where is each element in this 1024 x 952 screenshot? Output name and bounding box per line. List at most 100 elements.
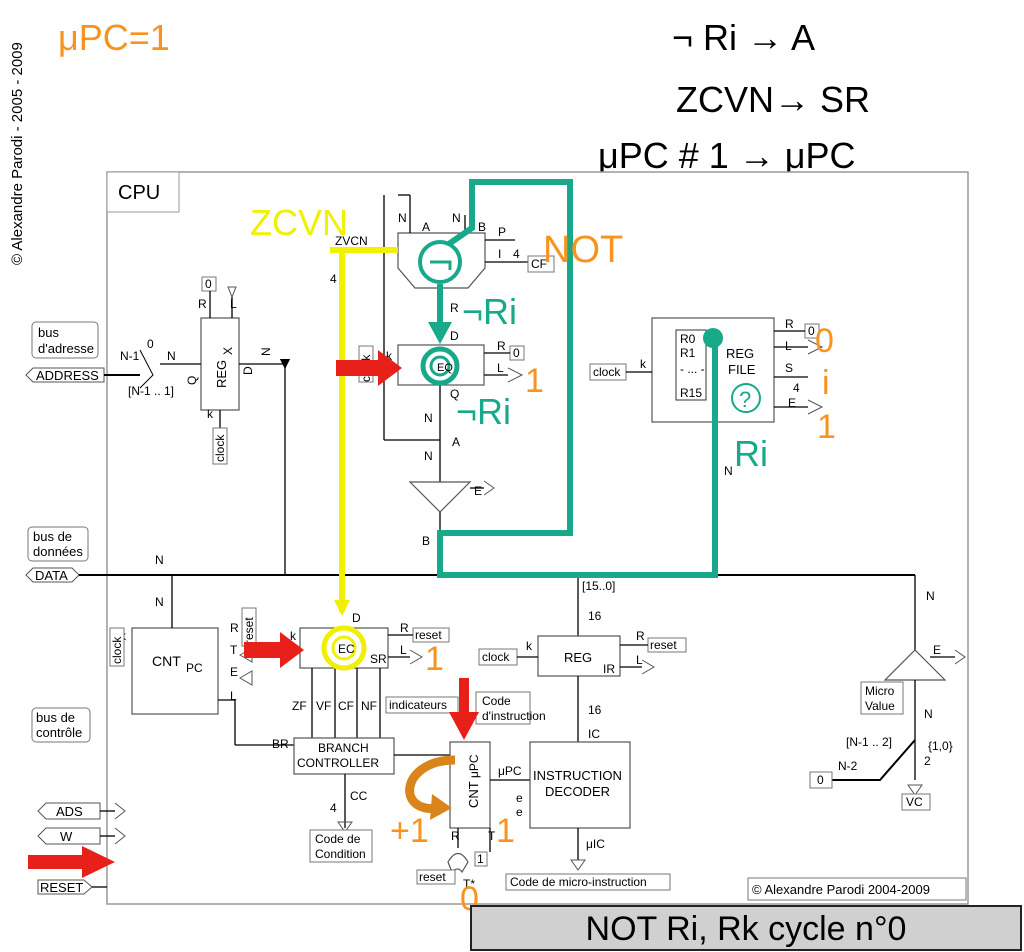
svg-text:E: E xyxy=(230,665,238,679)
regfile-one: 1 xyxy=(817,408,836,446)
svg-text:R15: R15 xyxy=(680,386,702,400)
svg-text:T: T xyxy=(488,829,496,843)
teal-arrow xyxy=(428,322,452,344)
svg-text:N: N xyxy=(398,211,407,225)
svg-text:E: E xyxy=(933,643,941,657)
zcvn-label: ZCVN xyxy=(250,202,348,243)
svg-text:16: 16 xyxy=(588,609,602,623)
svg-text:A: A xyxy=(422,220,430,234)
cnt-one: 1 xyxy=(496,812,515,850)
svg-text:D: D xyxy=(241,366,255,375)
status-register: D SR k R L reset ZF VF CF NF xyxy=(290,611,450,738)
register-a: D Q k clock R L 0 N N A R xyxy=(358,301,525,463)
cycle-title: NOT Ri, Rk cycle n°0 xyxy=(470,905,1022,951)
svg-text:0: 0 xyxy=(513,346,520,360)
svg-text:reset: reset xyxy=(242,617,256,644)
svg-text:INSTRUCTION: INSTRUCTION xyxy=(533,768,622,783)
cnt-pc: CNT PC k clock R T E L reset N N xyxy=(109,553,294,746)
svg-text:Code: Code xyxy=(482,694,511,708)
svg-text:CC: CC xyxy=(350,789,368,803)
svg-text:ZF: ZF xyxy=(292,699,307,713)
port-ads: ADS xyxy=(37,802,126,820)
regfile-question-circle xyxy=(731,383,761,413)
ri-label: Ri xyxy=(734,433,768,474)
svg-text:0: 0 xyxy=(817,773,824,787)
svg-text:N: N xyxy=(167,349,176,363)
svg-text:2: 2 xyxy=(924,754,931,768)
increment-arrow-head xyxy=(430,794,452,820)
cpu-label-box xyxy=(106,171,180,213)
svg-text:BRANCH: BRANCH xyxy=(318,741,369,755)
svg-text:L: L xyxy=(230,297,237,311)
svg-text:4: 4 xyxy=(513,247,520,261)
svg-text:Q: Q xyxy=(185,376,199,385)
branch-controller: BRANCH CONTROLLER BR CC 4 Code de Condit… xyxy=(272,696,459,863)
svg-text:D: D xyxy=(352,611,361,625)
not-symbol xyxy=(430,260,452,270)
svg-text:SR: SR xyxy=(370,652,387,666)
svg-text:k: k xyxy=(386,349,393,363)
svg-text:d'adresse: d'adresse xyxy=(38,341,94,356)
sr-highlight xyxy=(321,625,367,671)
red-arrow-upc xyxy=(449,678,479,740)
svg-text:N: N xyxy=(424,411,433,425)
svg-text:bus: bus xyxy=(38,325,59,340)
red-arrow-clock-a xyxy=(336,350,402,386)
svg-text:N: N xyxy=(155,553,164,567)
svg-text:k: k xyxy=(640,357,647,371)
svg-text:R: R xyxy=(785,317,794,331)
instruction-register: [15..0] 16 REG IR k clock R L reset 16 I… xyxy=(478,575,687,742)
upc-counter: CNT μPC R T e e μPC Code d'instruction 1… xyxy=(416,691,546,891)
svg-text:clock: clock xyxy=(213,434,227,462)
svg-text:X: X xyxy=(221,347,235,355)
svg-text:{1,0}: {1,0} xyxy=(928,739,953,753)
svg-text:μIC: μIC xyxy=(586,837,605,851)
reg-a-one: 1 xyxy=(525,362,544,400)
svg-text:[N-1 .. 1]: [N-1 .. 1] xyxy=(128,384,174,398)
not-label: NOT xyxy=(543,229,623,271)
svg-text:R: R xyxy=(400,621,409,635)
svg-text:k: k xyxy=(290,629,297,643)
svg-text:R: R xyxy=(497,339,506,353)
svg-text:L: L xyxy=(785,339,792,353)
svg-text:VF: VF xyxy=(316,699,331,713)
svg-text:reset: reset xyxy=(650,638,677,652)
svg-text:indicateurs: indicateurs xyxy=(389,698,447,712)
data-bus: bus de données DATA xyxy=(25,526,89,583)
red-arrow-clock-sr xyxy=(244,632,304,668)
rega-highlight xyxy=(420,346,460,386)
svg-text:T*: T* xyxy=(463,877,475,891)
svg-text:IC: IC xyxy=(588,727,600,741)
svg-text:S: S xyxy=(785,361,793,375)
port-reset: RESET xyxy=(37,879,107,895)
svg-text:[N-1 .. 2]: [N-1 .. 2] xyxy=(846,735,892,749)
svg-text:bus de: bus de xyxy=(36,710,75,725)
svg-text:I: I xyxy=(498,247,501,261)
svg-text:16: 16 xyxy=(588,703,602,717)
not-ri-label-2: ¬Ri xyxy=(456,391,511,432)
svg-text:CF: CF xyxy=(531,257,547,271)
svg-text:R: R xyxy=(230,621,239,635)
svg-text:N: N xyxy=(924,707,933,721)
instruction-decoder: INSTRUCTION DECODER μIC Code de micro-in… xyxy=(505,741,671,891)
svg-text:R: R xyxy=(636,629,645,643)
svg-text:FILE: FILE xyxy=(728,362,756,377)
regfile-i: i xyxy=(822,364,830,402)
svg-text:Micro: Micro xyxy=(865,684,895,698)
svg-text:clock: clock xyxy=(482,650,510,664)
svg-text:P: P xyxy=(498,225,506,239)
rega-highlight-inner xyxy=(429,355,451,377)
micro-value: N E Micro Value N [N-1 .. 2] {1,0} 2 N-2… xyxy=(809,575,966,811)
regfile-zero: 0 xyxy=(815,322,834,360)
reg-x: REG X D Q R L 0 k clock N N N-1 0 [N-1 .… xyxy=(120,276,285,465)
vertical-copyright: © Alexandre Parodi - 2005 - 2009 xyxy=(9,42,26,265)
svg-text:Value: Value xyxy=(865,699,895,713)
svg-text:CNT: CNT xyxy=(466,781,481,808)
svg-text:0: 0 xyxy=(205,277,212,291)
svg-text:PC: PC xyxy=(186,661,203,675)
svg-text:contrôle: contrôle xyxy=(36,725,82,740)
svg-text:ADS: ADS xyxy=(56,804,83,819)
svg-text:VC: VC xyxy=(906,795,923,809)
svg-text:CF: CF xyxy=(338,699,354,713)
